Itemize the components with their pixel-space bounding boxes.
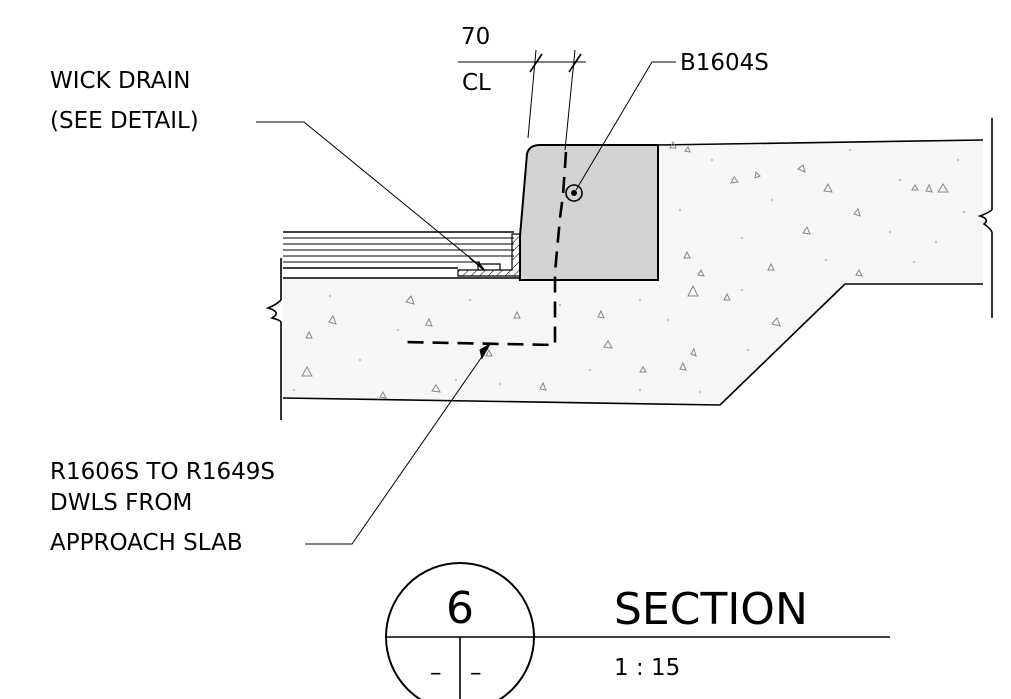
dimension-70 xyxy=(458,49,586,151)
label-dowels-2: DWLS FROM xyxy=(50,490,192,516)
leader-wick-drain xyxy=(256,121,481,267)
leader-dowels xyxy=(305,347,489,545)
sheet-ref-right: – xyxy=(470,660,482,686)
sheet-ref-left: – xyxy=(430,660,442,686)
title-bubble xyxy=(385,562,890,699)
deck-slab xyxy=(658,140,983,278)
label-dowels-3: APPROACH SLAB xyxy=(50,530,243,556)
label-wick-drain-1: WICK DRAIN xyxy=(50,68,190,94)
bar-b1604s-marker xyxy=(565,184,583,202)
leader-b1604s xyxy=(575,61,676,191)
label-b1604s: B1604S xyxy=(680,50,769,76)
dimension-value: 70 xyxy=(461,24,490,50)
dimension-reference: CL xyxy=(462,70,491,96)
leader-wick-arrow xyxy=(469,257,485,271)
dowel-bar xyxy=(401,151,568,347)
wick-drain xyxy=(457,233,521,277)
section-scale: 1 : 15 xyxy=(614,655,680,681)
label-wick-drain-2: (SEE DETAIL) xyxy=(50,108,199,134)
label-dowels-1: R1606S TO R1649S xyxy=(50,459,275,485)
leader-dowels-arrow xyxy=(479,342,492,360)
concrete-aggregate-marks xyxy=(301,140,949,399)
approach-layers xyxy=(283,231,514,269)
section-number: 6 xyxy=(446,583,474,634)
section-title: SECTION xyxy=(614,584,808,635)
concrete-slab xyxy=(283,278,983,405)
curb-upstand xyxy=(519,144,659,281)
concrete-dots xyxy=(293,149,965,393)
